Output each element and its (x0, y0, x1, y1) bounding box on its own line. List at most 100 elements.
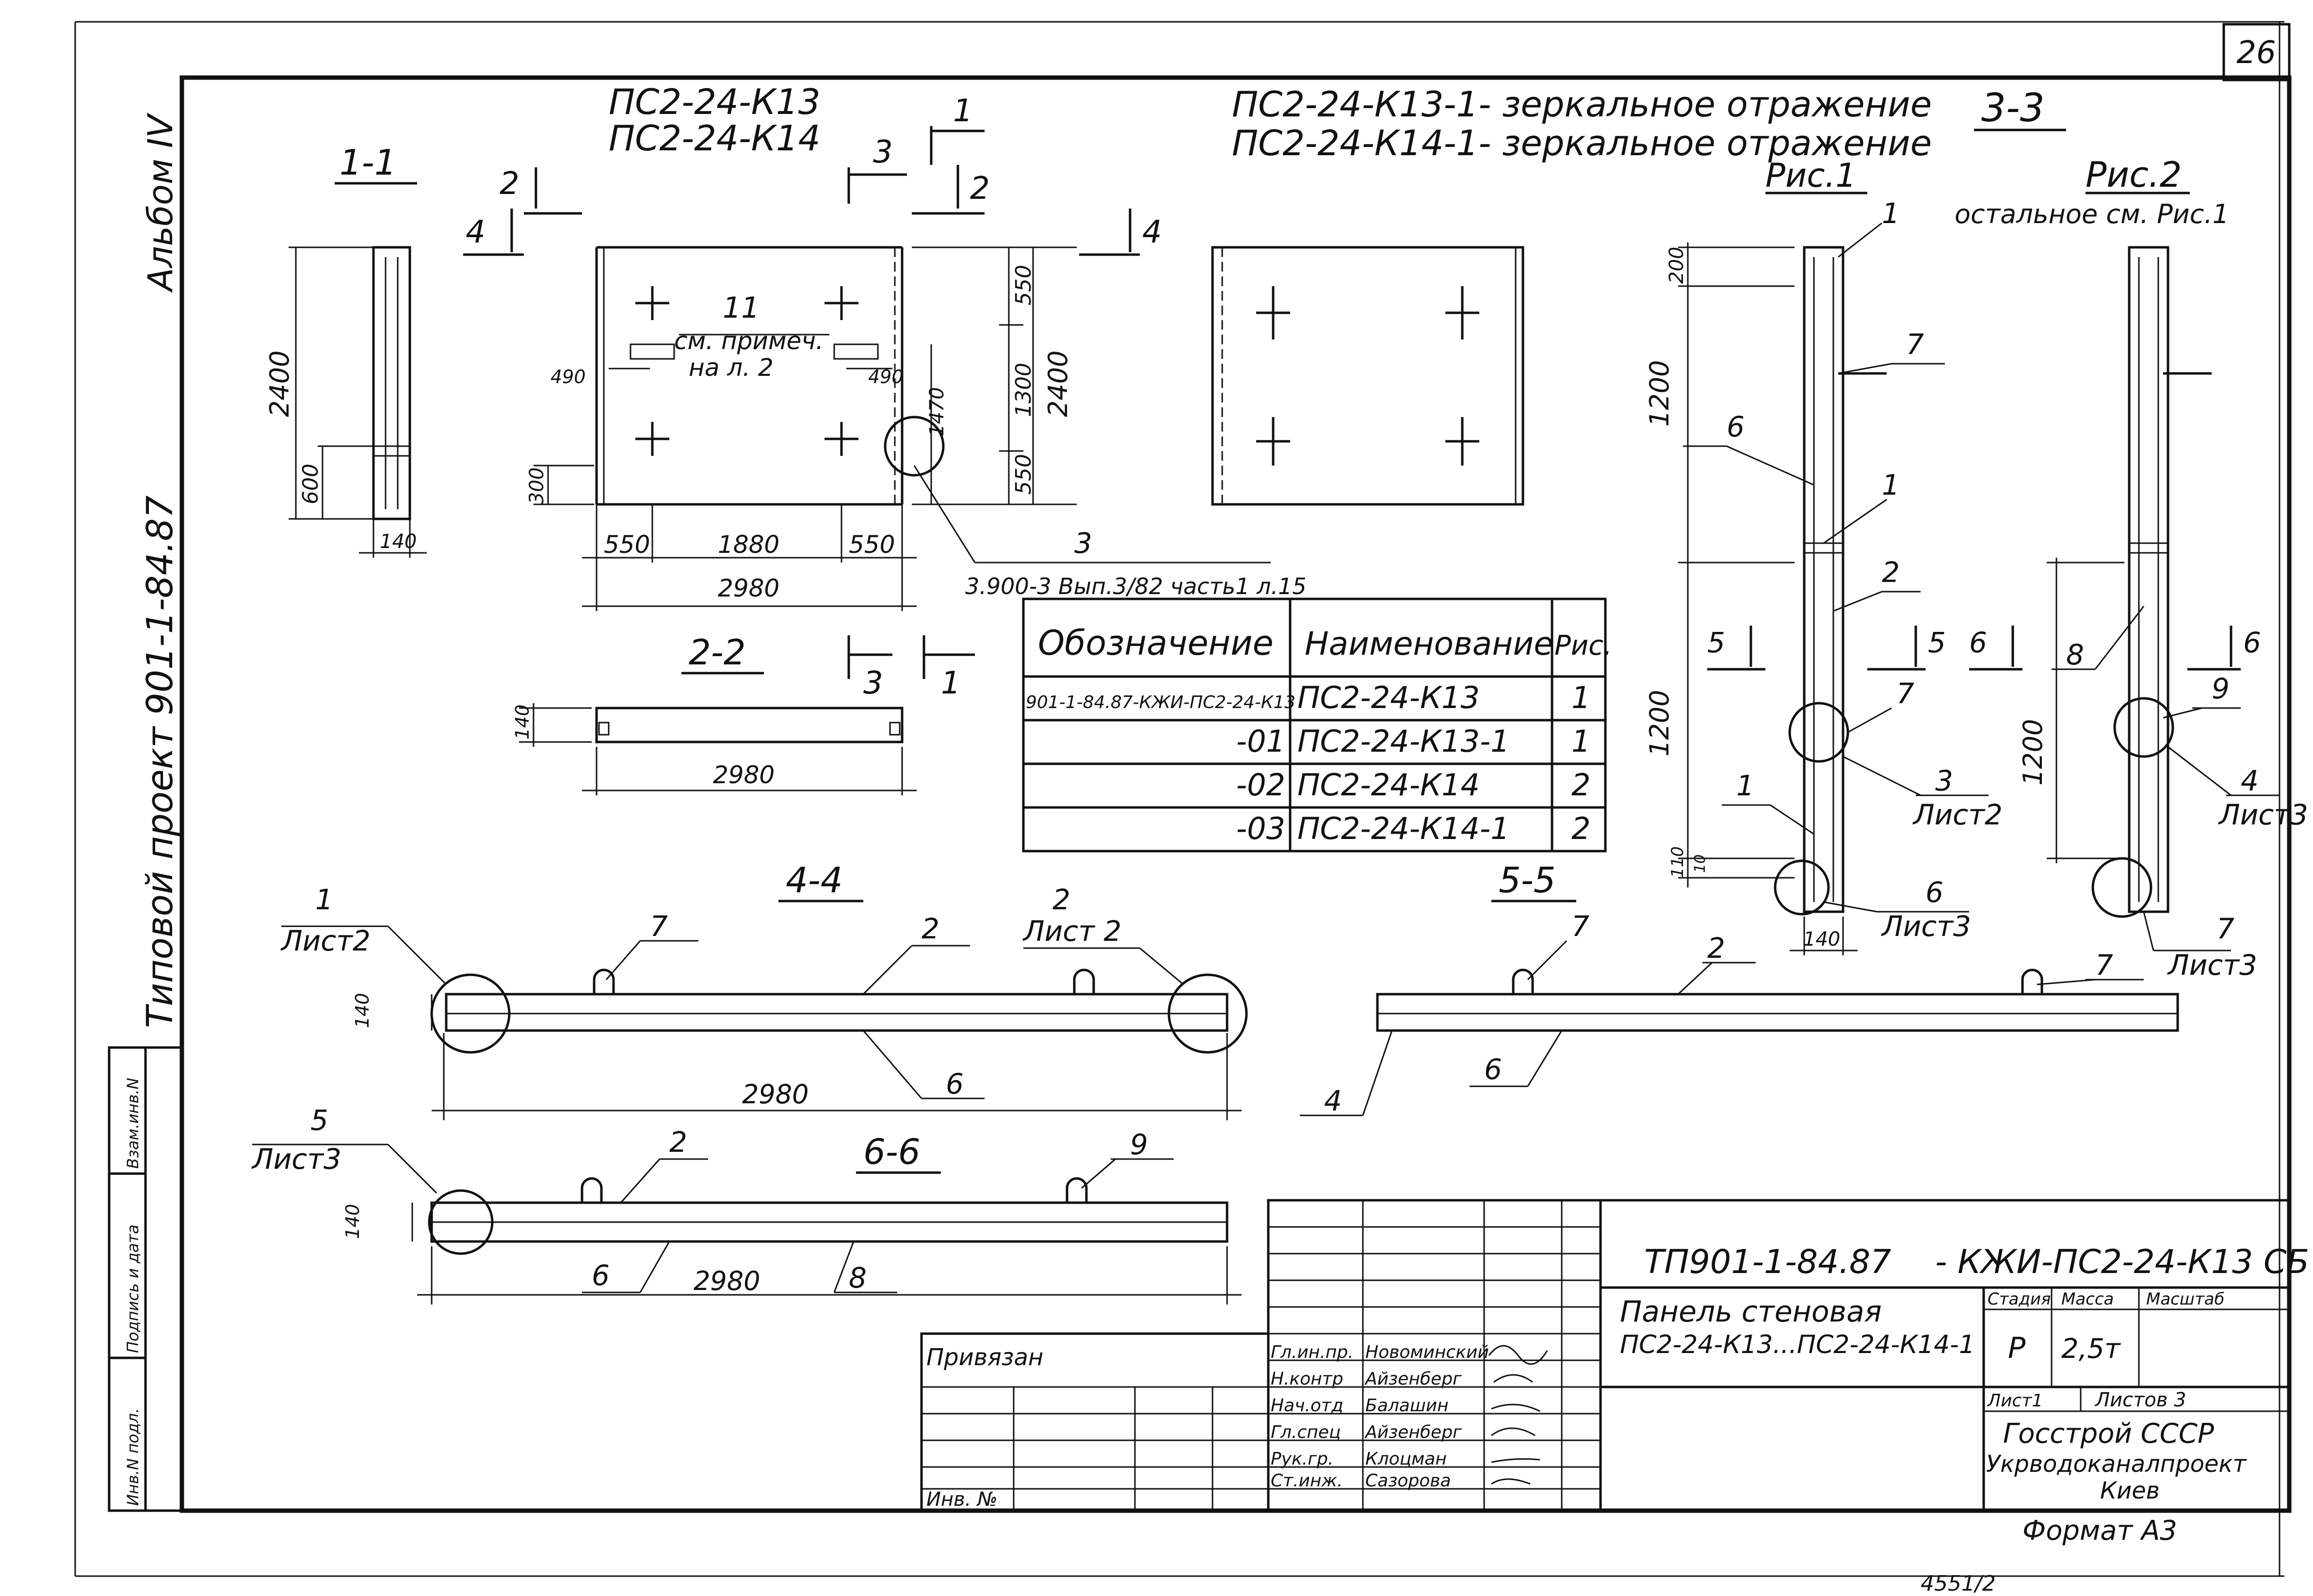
s66-callout-2: 2 (669, 1126, 687, 1159)
name-6: Сазорова (1365, 1471, 1451, 1491)
binding-label: Привязан (926, 1344, 1043, 1371)
cut-mark-3-top: 3 (873, 134, 893, 170)
h-mass: Масса (2061, 1290, 2114, 1309)
panel-name-1: Панель стеновая (1620, 1295, 1882, 1329)
dim-2980-d: 2980 (694, 1266, 760, 1296)
name-1: Новоминский (1365, 1342, 1489, 1362)
s66-callout-6: 6 (592, 1259, 610, 1292)
fig1-callout-3: 3 (1935, 764, 1953, 797)
format-label: Формат А3 (2022, 1515, 2177, 1547)
sheet-number: 26 (2236, 35, 2276, 71)
role-1: Гл.ин.пр. (1271, 1342, 1354, 1362)
h-stage: Стадия (1988, 1290, 2051, 1309)
dim-490-a: 490 (550, 366, 586, 387)
cut-mark-5-right: 5 (1928, 626, 1946, 659)
org-2: Укрводоканалпроект (1986, 1451, 2248, 1478)
row2-fig: 1 (1571, 724, 1590, 759)
th-fig: Рис. (1554, 630, 1612, 661)
row2-name: ПС2-24-К13-1 (1297, 724, 1510, 759)
s55-callout-2: 2 (1707, 932, 1725, 965)
dim-10: 10 (1692, 854, 1709, 873)
fig2-sheet3b: Лист3 (2167, 949, 2257, 982)
cut-marks: 1 3 2 2 4 4 3 1 (463, 93, 1162, 701)
s44-sheet2-a: Лист2 (280, 924, 371, 957)
album-label: Альбом IV (141, 113, 180, 293)
row1-name: ПС2-24-К13 (1297, 680, 1480, 715)
h-scale: Масштаб (2146, 1290, 2225, 1309)
cut-mark-2-left: 2 (500, 166, 519, 202)
fig2-callout-8: 8 (2066, 638, 2084, 671)
dim-1880: 1880 (718, 531, 779, 559)
stamp-replace: Взам.инв.N (124, 1078, 142, 1169)
section-3-3-fig1: 3-3 200 1200 1200 110 10 140 1 7 6 1 2 (1644, 85, 2066, 955)
section-6-6: 6-6 140 2980 5 Лист3 2 9 6 8 (251, 1104, 1242, 1305)
name-2: Айзенберг (1364, 1369, 1462, 1389)
fig2-label: Рис.2 (2086, 154, 2182, 195)
dim-1200-c: 1200 (2018, 719, 2048, 786)
org-3: Киев (2100, 1477, 2160, 1504)
th-name: Наименование (1305, 625, 1553, 662)
dim-300: 300 (526, 468, 548, 504)
role-5: Рук.гр. (1271, 1449, 1333, 1469)
callout-11: 11 (723, 291, 760, 325)
s44-callout-6: 6 (946, 1067, 964, 1100)
s66-callout-5: 5 (310, 1104, 328, 1137)
fig1-callout-1b: 1 (1882, 468, 1900, 501)
dim-550-b: 550 (1011, 454, 1036, 495)
sheets-total: Листов 3 (2094, 1389, 2186, 1411)
dim-2980-b: 2980 (713, 761, 775, 789)
row2-code: -01 (1236, 724, 1285, 759)
mass-value: 2,5т (2061, 1333, 2121, 1365)
row1-code: 901-1-84.87-КЖИ-ПС2-24-К13 (1026, 693, 1295, 712)
callout-3-a: 3 (1074, 527, 1092, 560)
row4-fig: 2 (1571, 811, 1590, 846)
signature-marks (1488, 1345, 1548, 1485)
s55-callout-4: 4 (1324, 1084, 1342, 1117)
fig1-label: Рис.1 (1765, 157, 1856, 195)
dim-140-a: 140 (380, 531, 417, 553)
fig1-callout-6b: 6 (1925, 876, 1943, 909)
doc-code-suffix: - КЖИ-ПС2-24-К13 СБ (1935, 1243, 2309, 1281)
row3-fig: 2 (1571, 767, 1590, 803)
dim-2400-a: 2400 (264, 351, 295, 417)
dim-140-e: 140 (342, 1204, 363, 1239)
section-4-4-label: 4-4 (786, 860, 843, 901)
cut-mark-4-right: 4 (1142, 214, 1162, 250)
note-sheet: на л. 2 (689, 354, 774, 382)
role-2: Н.контр (1271, 1369, 1343, 1389)
header-texts: ПС2-24-К13 ПС2-24-К14 ПС2-24-К13-1- зерк… (609, 81, 2229, 229)
s66-sheet3: Лист3 (251, 1143, 341, 1176)
dim-2980-a: 2980 (718, 574, 779, 602)
cut-mark-5-left: 5 (1707, 626, 1725, 659)
section-2-2: 2-2 140 2980 (512, 632, 917, 795)
s55-callout-6: 6 (1484, 1053, 1502, 1086)
org-1: Госстрой СССР (2003, 1418, 2214, 1450)
cut-mark-1-bottom: 1 (941, 665, 961, 701)
section-5-5-label: 5-5 (1499, 860, 1556, 901)
name-4: Айзенберг (1364, 1422, 1462, 1442)
row4-name: ПС2-24-К14-1 (1297, 811, 1510, 846)
role-6: Ст.инж. (1271, 1471, 1343, 1491)
dim-1200-b: 1200 (1644, 690, 1675, 757)
dim-2400-b: 2400 (1043, 351, 1073, 417)
cut-mark-6-right: 6 (2243, 626, 2261, 659)
title-block: Привязан Инв. № Гл.ин.пр. Н.контр Нач.от… (920, 1199, 2309, 1512)
spec-table: Обозначение Наименование Рис. 901-1-84.8… (1022, 597, 1612, 853)
fig1-callout-7b: 7 (1896, 677, 1914, 710)
s44-sheet2-b: Лист 2 (1022, 915, 1121, 948)
dim-2980-c: 2980 (742, 1079, 809, 1110)
row3-name: ПС2-24-К14 (1297, 767, 1480, 803)
stamp-inv: Инв.N подл. (124, 1408, 142, 1506)
inv-label: Инв. № (926, 1488, 998, 1511)
project-label: Типовой проект 901-1-84.87 (139, 495, 181, 1028)
fig2-callout-4: 4 (2241, 764, 2259, 797)
fig2-note: остальное см. Рис.1 (1955, 199, 2229, 229)
fig2-callout-7: 7 (2216, 912, 2234, 945)
dim-140-b: 140 (512, 704, 533, 740)
fig1-sheet2: Лист2 (1912, 798, 2003, 831)
dim-550-c: 550 (604, 531, 650, 559)
section-1-1-label: 1-1 (340, 142, 397, 183)
note-see: см. примеч. (674, 327, 824, 355)
sheet-no: Лист1 (1987, 1391, 2043, 1411)
